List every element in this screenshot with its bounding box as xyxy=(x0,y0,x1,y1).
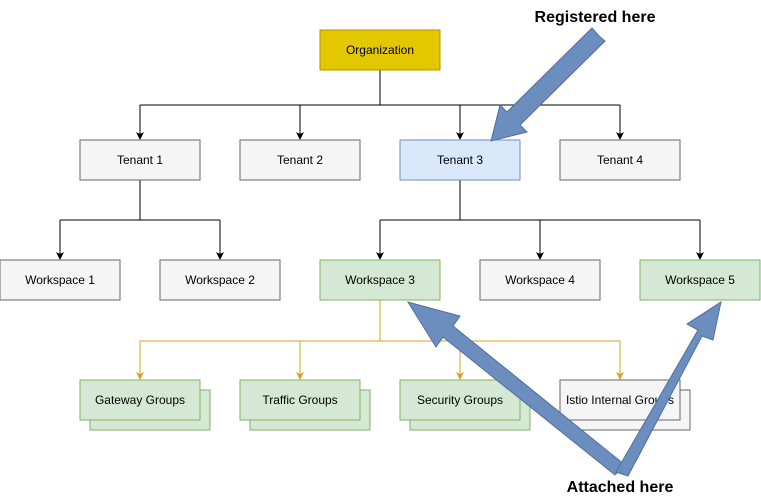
svg-text:Gateway Groups: Gateway Groups xyxy=(95,393,185,407)
svg-text:Tenant 1: Tenant 1 xyxy=(117,153,163,167)
node-traffic-groups: Traffic Groups xyxy=(239,379,371,431)
registered-callout-arrow xyxy=(490,27,606,142)
node-gateway-groups: Gateway Groups xyxy=(79,379,211,431)
node-workspace-2: Workspace 2 xyxy=(159,259,281,301)
attached-callout-arrow-workspace5 xyxy=(615,300,722,477)
node-tenant-4: Tenant 4 xyxy=(559,139,681,181)
svg-text:Workspace 5: Workspace 5 xyxy=(665,273,735,287)
svg-text:Tenant 4: Tenant 4 xyxy=(597,153,643,167)
node-tenant-3: Tenant 3 xyxy=(399,139,521,181)
registered-here-label: Registered here xyxy=(535,9,656,26)
workspace3-to-group-connectors xyxy=(136,300,624,380)
attached-here-label: Attached here xyxy=(567,479,674,496)
node-workspace-5: Workspace 5 xyxy=(639,259,761,301)
svg-text:Workspace 4: Workspace 4 xyxy=(505,273,575,287)
node-workspace-4: Workspace 4 xyxy=(479,259,601,301)
svg-text:Tenant 3: Tenant 3 xyxy=(437,153,483,167)
svg-text:Workspace 2: Workspace 2 xyxy=(185,273,255,287)
tenant3-to-workspace-connectors xyxy=(376,180,704,260)
node-organization: Organization xyxy=(319,29,441,71)
node-istio-internal-groups: Istio Internal Groups xyxy=(559,379,691,431)
node-tenant-1: Tenant 1 xyxy=(79,139,201,181)
svg-text:Workspace 3: Workspace 3 xyxy=(345,273,415,287)
node-workspace-1: Workspace 1 xyxy=(0,259,121,301)
node-security-groups: Security Groups xyxy=(399,379,531,431)
node-tenant-2: Tenant 2 xyxy=(239,139,361,181)
svg-text:Tenant 2: Tenant 2 xyxy=(277,153,323,167)
svg-text:Security Groups: Security Groups xyxy=(417,393,503,407)
svg-text:Istio Internal Groups: Istio Internal Groups xyxy=(566,393,674,407)
svg-text:Traffic Groups: Traffic Groups xyxy=(262,393,337,407)
svg-text:Workspace 1: Workspace 1 xyxy=(25,273,95,287)
attached-callout-arrow-workspace3 xyxy=(406,301,626,476)
node-workspace-3: Workspace 3 xyxy=(319,259,441,301)
tenant1-to-workspace-connectors xyxy=(56,180,224,260)
svg-text:Organization: Organization xyxy=(346,43,414,57)
